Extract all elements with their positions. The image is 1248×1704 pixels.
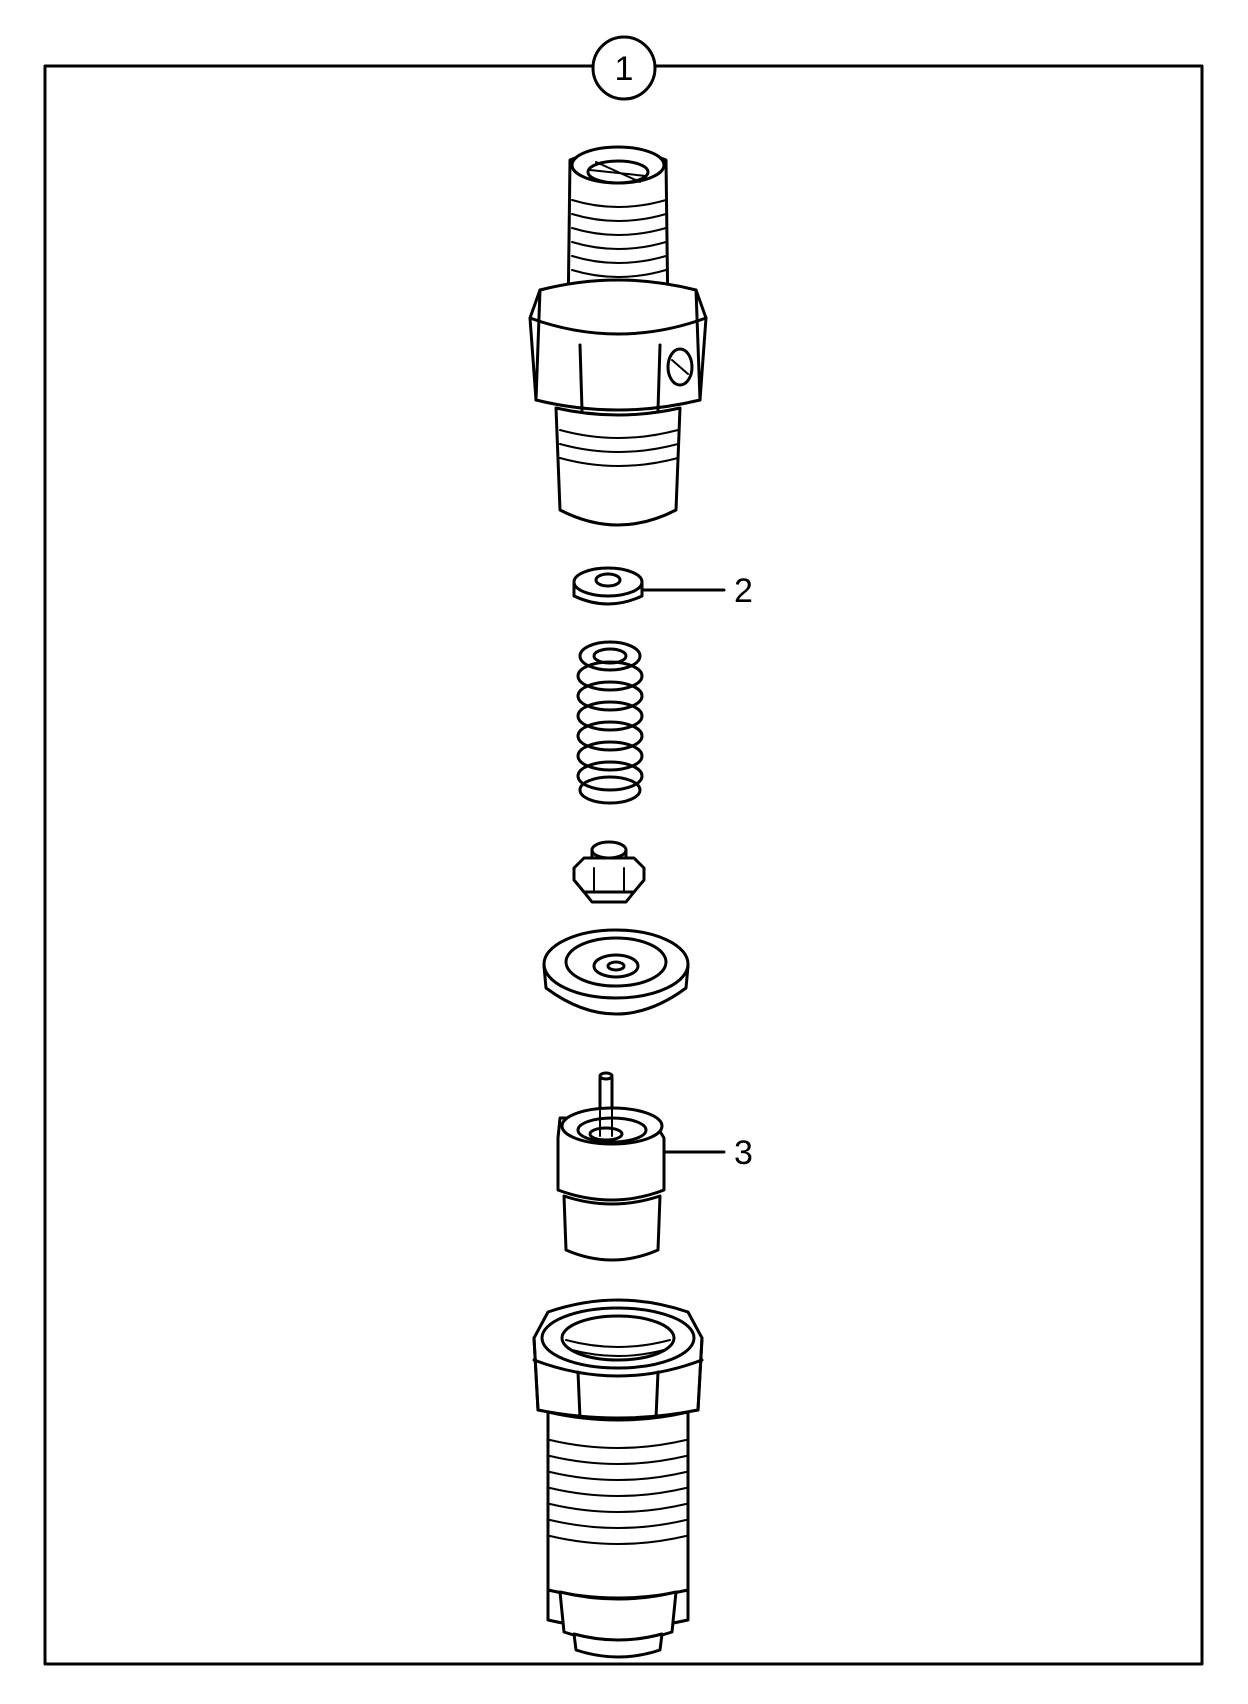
nozzle-holder-body <box>528 145 708 527</box>
nut-inner-threads <box>565 1339 671 1357</box>
intermediate-disc <box>542 928 690 1016</box>
callout-assembly-label: 1 <box>615 50 634 88</box>
callout-shim-label: 2 <box>734 572 753 610</box>
callout-nozzle-label: 3 <box>734 1134 753 1172</box>
callout-shim: 2 <box>640 572 753 610</box>
pressure-pin <box>572 840 646 904</box>
compression-spring <box>576 640 644 805</box>
nut-outer-threads <box>549 1439 687 1545</box>
callout-assembly-circle <box>591 35 657 101</box>
nozzle-retaining-nut <box>532 1298 704 1659</box>
shim-washer <box>572 566 644 606</box>
assembly-frame <box>43 64 1204 1666</box>
callout-assembly: 1 <box>591 35 657 101</box>
callout-nozzle: 3 <box>662 1134 753 1172</box>
injection-nozzle <box>556 1071 666 1262</box>
